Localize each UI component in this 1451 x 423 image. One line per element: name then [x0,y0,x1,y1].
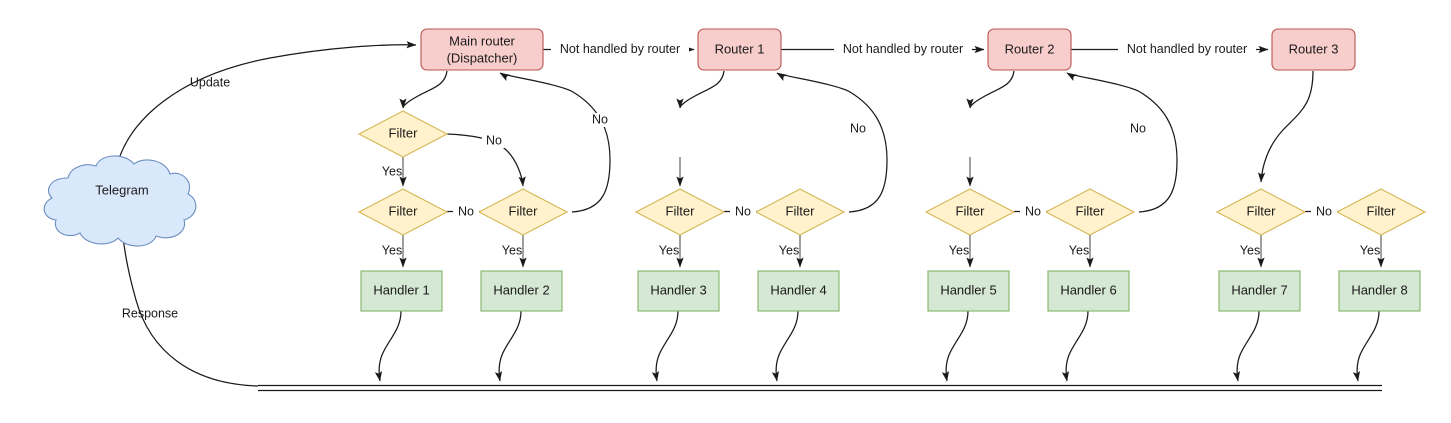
cloud-icon [43,155,197,247]
edge-update [115,41,417,171]
edge-router2-to-filter6 [966,70,1015,109]
edge-label-yes-2: Yes [382,243,402,257]
filter-9-diamond [1335,188,1427,236]
router-1-box [697,28,782,71]
edge-label-no-f: No [1130,121,1146,135]
edge-handler1-to-bus [374,310,402,382]
filter-2-diamond [477,188,569,236]
node-handler-5[interactable]: Handler 5 [927,270,1010,312]
router-3-box [1271,28,1356,71]
edge-label-response: Response [122,306,178,320]
node-filter-2[interactable]: Filter [477,188,569,236]
edge-handler3-to-bus [651,310,679,382]
edge-label-no-e: No [735,204,751,218]
edge-label-no-d: No [850,121,866,135]
edge-label-not-handled-3: Not handled by router [1127,42,1247,56]
edge-filter5-no-to-router1 [776,72,888,213]
edge-label-no-b: No [592,112,608,126]
node-handler-2[interactable]: Handler 2 [480,270,563,312]
edge-label-not-handled-1: Not handled by router [560,42,680,56]
edge-handler8-to-bus [1352,310,1380,382]
edge-label-yes-3: Yes [502,243,522,257]
handler-3-box [637,270,720,312]
node-filter-1[interactable]: Filter [357,110,449,158]
edge-router3-to-filter8 [1257,70,1314,183]
node-filter-9[interactable]: Filter [1335,188,1427,236]
edge-label-no-a: No [486,133,502,147]
handler-5-box [927,270,1010,312]
edge-label-no-h: No [1316,204,1332,218]
node-handler-7[interactable]: Handler 7 [1218,270,1301,312]
node-handler-3[interactable]: Handler 3 [637,270,720,312]
filter-4-diamond [634,188,726,236]
edge-filter7-no-to-router2 [1066,72,1178,213]
handler-4-box [757,270,840,312]
handler-2-box [480,270,563,312]
node-filter-8[interactable]: Filter [1215,188,1307,236]
node-router-1[interactable]: Router 1 [697,28,782,71]
node-main-router[interactable]: Main router (Dispatcher) [420,28,544,71]
node-handler-6[interactable]: Handler 6 [1047,270,1130,312]
edge-label-yes-8: Yes [1240,243,1260,257]
edge-label-update: Update [190,75,230,89]
edge-label-yes-4: Yes [659,243,679,257]
node-filter-5[interactable]: Filter [754,188,846,236]
edge-filter2-no-to-main [499,72,611,213]
node-filter-7[interactable]: Filter [1044,188,1136,236]
node-router-2[interactable]: Router 2 [987,28,1072,71]
edge-label-yes-6: Yes [949,243,969,257]
node-filter-6[interactable]: Filter [924,188,1016,236]
main-router-box [420,28,544,71]
filter-5-diamond [754,188,846,236]
node-handler-1[interactable]: Handler 1 [360,270,443,312]
node-filter-3[interactable]: Filter [357,188,449,236]
router-2-box [987,28,1072,71]
edge-label-no-c: No [458,204,474,218]
filter-3-diamond [357,188,449,236]
node-handler-4[interactable]: Handler 4 [757,270,840,312]
edge-label-yes-9: Yes [1360,243,1380,257]
edge-handler7-to-bus [1232,310,1260,382]
edge-label-no-g: No [1025,204,1041,218]
edge-label-not-handled-2: Not handled by router [843,42,963,56]
filter-8-diamond [1215,188,1307,236]
edge-label-yes-1: Yes [382,164,402,178]
edge-handler2-to-bus [494,310,522,382]
edge-response [119,227,259,387]
telegram-cloud-node[interactable]: Telegram [43,155,197,247]
handler-6-box [1047,270,1130,312]
edge-handler4-to-bus [771,310,799,382]
edge-router1-to-filter4 [676,70,725,109]
filter-7-diamond [1044,188,1136,236]
handler-1-box [360,270,443,312]
edge-main-to-filter1 [399,70,448,109]
edge-label-yes-5: Yes [779,243,799,257]
edge-handler5-to-bus [941,310,969,382]
handler-8-box [1338,270,1421,312]
node-router-3[interactable]: Router 3 [1271,28,1356,71]
filter-6-diamond [924,188,1016,236]
node-handler-8[interactable]: Handler 8 [1338,270,1421,312]
filter-1-diamond [357,110,449,158]
node-filter-4[interactable]: Filter [634,188,726,236]
edge-label-yes-7: Yes [1069,243,1089,257]
edge-handler6-to-bus [1061,310,1089,382]
handler-7-box [1218,270,1301,312]
